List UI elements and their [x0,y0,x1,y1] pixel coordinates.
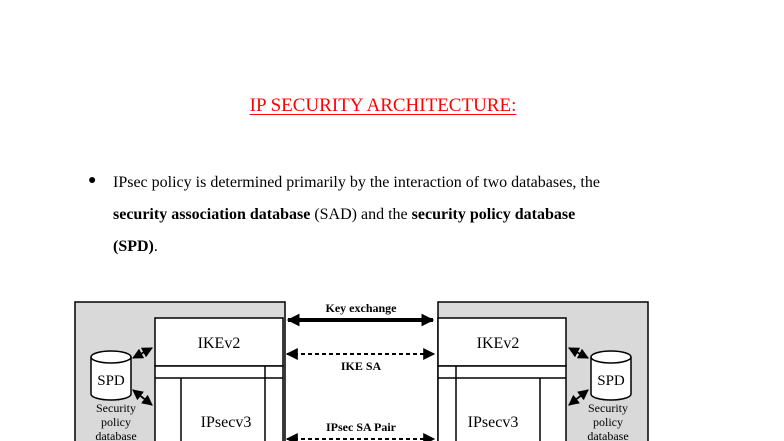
right-spd-label: SPD [597,373,625,389]
key-exchange-label: Key exchange [326,301,398,315]
left-spd-to-ikev2-arrow [132,347,153,359]
right-ipsecv3-label: IPsecv3 [468,414,519,431]
bullet-term-sad: security association database [113,206,311,223]
bullet-text-middle: (SAD) and the [310,206,412,223]
bullet-abbr-spd: (SPD) [113,238,154,255]
bullet-text-intro: IPsec policy is determined primarily by … [113,174,600,191]
bullet-list: ● IPsec policy is determined primarily by… [88,167,688,263]
left-spd-caption-line1: Security [96,401,136,415]
left-spd-label: SPD [97,373,125,389]
right-spd-caption-line3: database [587,429,628,441]
ike-sa-label: IKE SA [341,359,382,373]
left-spd-to-ipsecv3-arrow [132,389,153,406]
right-spd-database-icon [590,350,632,401]
left-ipsecv3-label: IPsecv3 [201,414,252,431]
list-item: ● IPsec policy is determined primarily by… [88,167,688,263]
left-spd-caption-line2: policy [101,415,131,429]
right-spd-to-ikev2-arrow [568,347,589,359]
right-ikev2-box [437,317,567,367]
bullet-icon: ● [88,173,97,188]
right-ikev2-label: IKEv2 [477,335,520,352]
left-spd-caption-line3: database [95,429,136,441]
bullet-text-end: . [153,238,158,255]
page-title: IP SECURITY ARCHITECTURE: [249,95,517,116]
ipsec-sa-pair-label: IPsec SA Pair [326,420,397,434]
left-spd-database-icon [90,350,132,401]
bullet-term-spd: security policy database [411,206,576,223]
right-spd-caption-line2: policy [593,415,623,429]
right-spd-to-ipsecv3-arrow [568,389,589,406]
left-ikev2-label: IKEv2 [198,335,241,352]
right-spd-caption-line1: Security [588,401,628,415]
